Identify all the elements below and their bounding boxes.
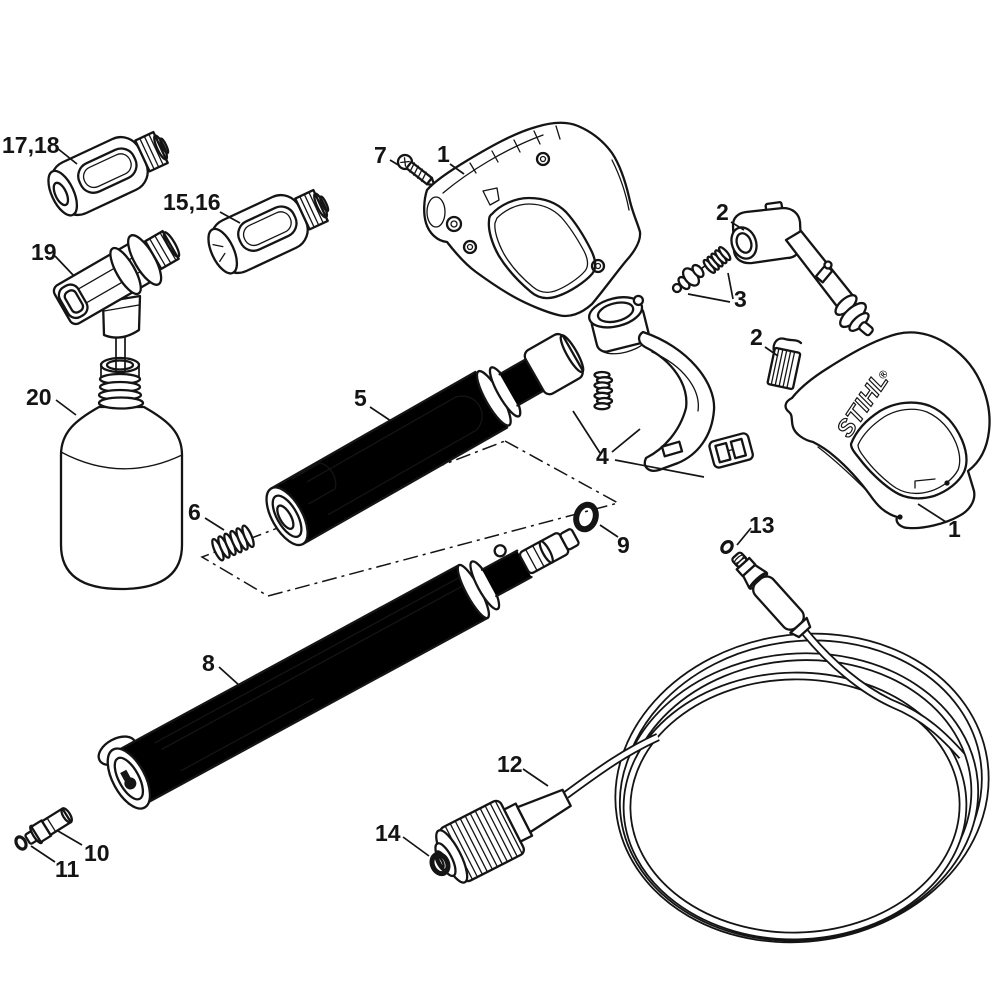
label-screw-7: 7 — [374, 142, 401, 168]
label-valve-spring-3: 3 — [687, 272, 747, 312]
part-lance-8 — [97, 528, 580, 810]
label-lance-8: 8 — [202, 650, 241, 687]
part-spray-head-19 — [52, 229, 181, 372]
part-housing-left-1 — [423, 121, 642, 318]
part-number: 9 — [617, 532, 630, 558]
label-housing-right-1: 1 — [917, 503, 961, 542]
label-nozzles-15-16: 15,16 — [163, 189, 241, 224]
part-number: 3 — [734, 286, 747, 312]
part-clip-2 — [766, 337, 803, 391]
part-elbow-2 — [730, 201, 874, 337]
label-bottle-20: 20 — [26, 384, 77, 416]
part-number: 1 — [948, 516, 961, 542]
part-valve-spring-3 — [671, 246, 732, 294]
label-nozzles-17-18: 17,18 — [2, 132, 78, 165]
part-number: 7 — [374, 142, 387, 168]
part-number: 19 — [31, 239, 57, 265]
label-lance-5: 5 — [354, 385, 392, 422]
part-hose-nipple-13 — [720, 539, 812, 639]
label-nozzle-insert-10: 10 — [57, 830, 110, 866]
part-number: 6 — [188, 499, 201, 525]
part-nozzle-17-18 — [47, 130, 170, 217]
part-number: 4 — [596, 443, 609, 469]
part-number: 10 — [84, 840, 110, 866]
part-number: 17,18 — [2, 132, 60, 158]
part-bottle-20 — [59, 356, 184, 591]
part-hose-12 — [434, 628, 990, 944]
part-number: 11 — [55, 856, 80, 882]
trigger-spring — [593, 370, 614, 411]
part-number: 14 — [375, 820, 401, 846]
label-hose-12: 12 — [497, 751, 549, 787]
part-o-ring-14 — [429, 851, 451, 877]
label-housing-left-1: 1 — [437, 141, 465, 175]
part-number: 8 — [202, 650, 215, 676]
label-spring-6: 6 — [188, 499, 225, 531]
label-o-ring-9: 9 — [599, 524, 630, 558]
part-number: 13 — [749, 512, 775, 538]
label-elbow-2: 2 — [716, 199, 745, 231]
part-number: 2 — [716, 199, 729, 225]
part-trigger-4 — [588, 294, 754, 472]
part-o-ring-11 — [14, 835, 28, 851]
label-o-ring-11: 11 — [30, 845, 80, 882]
part-screw-7 — [396, 153, 436, 186]
part-number: 5 — [354, 385, 367, 411]
part-o-ring-9 — [573, 501, 599, 533]
part-number: 12 — [497, 751, 523, 777]
part-number: 20 — [26, 384, 52, 410]
part-lance-5 — [265, 332, 585, 547]
part-nozzle-15-16 — [207, 188, 330, 275]
part-number: 1 — [437, 141, 450, 167]
label-hose-nipple-13: 13 — [736, 512, 775, 546]
part-housing-right-1: STIHL ® — [784, 331, 991, 530]
part-number: 15,16 — [163, 189, 221, 215]
label-trigger-4: 4 — [572, 410, 705, 478]
label-clip-2: 2 — [750, 324, 779, 357]
part-number: 2 — [750, 324, 763, 350]
trigger-catch — [708, 432, 754, 469]
part-spring-6 — [211, 524, 255, 562]
label-o-ring-14: 14 — [375, 820, 430, 857]
labels: 17,18 15,16 19 20 7 1 2 3 — [2, 132, 961, 882]
label-spray-head-19: 19 — [31, 239, 75, 277]
part-nozzle-insert-10 — [24, 807, 73, 845]
